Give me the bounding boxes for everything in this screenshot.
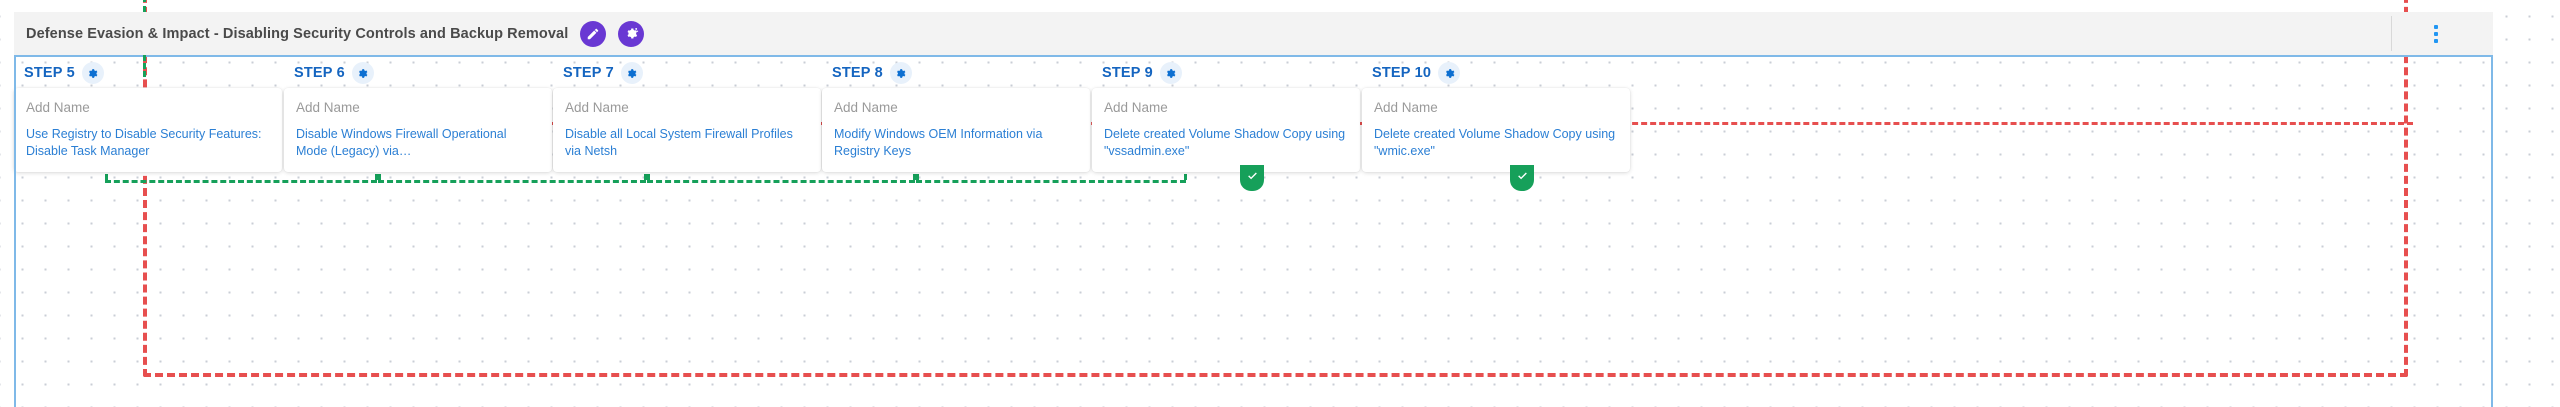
step-description[interactable]: Disable Windows Firewall Operational Mod… <box>296 127 507 158</box>
green-flow-stub <box>143 55 146 77</box>
step-label: STEP 7 <box>563 65 614 81</box>
group-header-bar: Defense Evasion & Impact - Disabling Sec… <box>14 12 2493 55</box>
step-label: STEP 6 <box>294 65 345 81</box>
step-header: STEP 8 <box>832 62 1090 84</box>
green-connector-run <box>105 180 377 183</box>
step-card-8[interactable]: STEP 8 Add Name Modify Windows OEM Infor… <box>822 62 1090 172</box>
gear-icon[interactable] <box>81 62 104 84</box>
step-body[interactable]: Add Name Modify Windows OEM Information … <box>822 88 1090 172</box>
kebab-dot <box>2434 31 2438 36</box>
kebab-dot <box>2434 38 2438 43</box>
step-header: STEP 7 <box>563 62 821 84</box>
step-name-input[interactable]: Add Name <box>296 100 360 115</box>
step-body[interactable]: Add Name Use Registry to Disable Securit… <box>14 88 282 172</box>
step-name-input[interactable]: Add Name <box>1374 100 1438 115</box>
step-label: STEP 8 <box>832 65 883 81</box>
green-connector-run <box>378 180 646 183</box>
gear-icon[interactable] <box>620 62 643 84</box>
check-icon <box>1517 172 1527 180</box>
step-card-9[interactable]: STEP 9 Add Name Delete created Volume Sh… <box>1092 62 1360 191</box>
kebab-dot <box>2434 24 2438 29</box>
step-header: STEP 9 <box>1102 62 1360 84</box>
step-card-7[interactable]: STEP 7 Add Name Disable all Local System… <box>553 62 821 172</box>
step-name-input[interactable]: Add Name <box>26 100 90 115</box>
check-icon <box>1247 172 1257 180</box>
step-body[interactable]: Add Name Delete created Volume Shadow Co… <box>1092 88 1360 172</box>
step-card-5[interactable]: STEP 5 Add Name Use Registry to Disable … <box>14 62 282 172</box>
red-group-boundary <box>143 0 2408 377</box>
status-badge <box>1240 165 1264 191</box>
more-options-icon[interactable] <box>2427 23 2445 45</box>
step-description[interactable]: Use Registry to Disable Security Feature… <box>26 127 262 158</box>
green-connector-run <box>647 180 915 183</box>
step-description[interactable]: Delete created Volume Shadow Copy using … <box>1104 127 1346 158</box>
step-header: STEP 10 <box>1372 62 1630 84</box>
status-badge <box>1510 165 1534 191</box>
step-card-6[interactable]: STEP 6 Add Name Disable Windows Firewall… <box>284 62 552 172</box>
step-label: STEP 10 <box>1372 65 1432 81</box>
gear-icon[interactable] <box>1438 62 1461 84</box>
step-body[interactable]: Add Name Disable all Local System Firewa… <box>553 88 821 172</box>
step-body[interactable]: Add Name Delete created Volume Shadow Co… <box>1362 88 1630 172</box>
step-name-input[interactable]: Add Name <box>834 100 898 115</box>
step-description[interactable]: Delete created Volume Shadow Copy using … <box>1374 127 1616 158</box>
red-connector <box>1532 120 2413 130</box>
step-name-input[interactable]: Add Name <box>565 100 629 115</box>
gear-icon[interactable] <box>889 62 912 84</box>
header-divider <box>2391 16 2392 51</box>
step-label: STEP 5 <box>24 65 75 81</box>
gear-icon[interactable] <box>351 62 374 84</box>
step-description[interactable]: Modify Windows OEM Information via Regis… <box>834 127 1043 158</box>
step-name-input[interactable]: Add Name <box>1104 100 1168 115</box>
group-title: Defense Evasion & Impact - Disabling Sec… <box>26 25 569 42</box>
green-flow-stub <box>143 0 146 12</box>
step-description[interactable]: Disable all Local System Firewall Profil… <box>565 127 793 158</box>
step-body[interactable]: Add Name Disable Windows Firewall Operat… <box>284 88 552 172</box>
edit-pencil-icon[interactable] <box>580 20 607 47</box>
step-header: STEP 5 <box>24 62 282 84</box>
step-header: STEP 6 <box>294 62 552 84</box>
green-connector-run <box>916 180 1186 183</box>
magic-settings-icon[interactable] <box>618 20 645 47</box>
step-label: STEP 9 <box>1102 65 1153 81</box>
gear-icon[interactable] <box>1159 62 1182 84</box>
step-card-10[interactable]: STEP 10 Add Name Delete created Volume S… <box>1362 62 1630 191</box>
